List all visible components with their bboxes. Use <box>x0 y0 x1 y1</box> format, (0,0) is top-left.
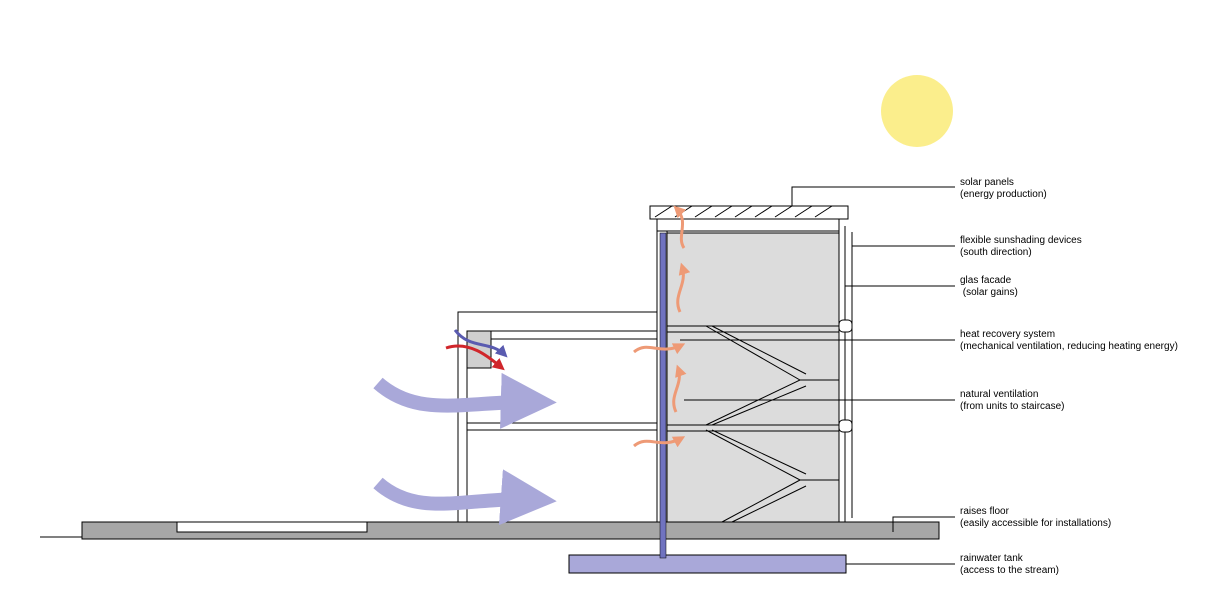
rainwater-tank <box>568 554 847 574</box>
label-sunshading: flexible sunshading devices (south direc… <box>960 235 1082 258</box>
heat-recovery-arrows <box>445 329 508 371</box>
svg-text:raises floor: raises floor <box>960 506 1010 517</box>
svg-text:solar panels: solar panels <box>960 177 1014 188</box>
rainwater-pipe <box>659 232 667 559</box>
ground-slab <box>40 521 940 540</box>
leader-lines <box>680 186 955 565</box>
warm-air-arrows <box>633 205 691 448</box>
label-natural-ventilation: natural ventilation (from units to stair… <box>960 389 1064 412</box>
cool-air-arrows <box>373 372 557 526</box>
label-glas-facade: glas facade (solar gains) <box>960 275 1018 298</box>
low-wing-structure <box>457 311 657 522</box>
staircase <box>667 325 839 523</box>
svg-text:(from units to staircase): (from units to staircase) <box>960 401 1064 412</box>
svg-text:glas facade: glas facade <box>960 275 1012 286</box>
svg-text:natural ventilation: natural ventilation <box>960 389 1038 400</box>
svg-text:heat recovery system: heat recovery system <box>960 329 1055 340</box>
svg-text:rainwater tank: rainwater tank <box>960 553 1024 564</box>
svg-text:(access to the stream): (access to the stream) <box>960 565 1059 576</box>
svg-text:(mechanical ventilation, reduc: (mechanical ventilation, reducing heatin… <box>960 341 1178 352</box>
svg-text:flexible sunshading devices: flexible sunshading devices <box>960 235 1082 246</box>
svg-text:(easily accessible for install: (easily accessible for installations) <box>960 518 1111 529</box>
label-solar-panels: solar panels (energy production) <box>960 177 1047 200</box>
sun-icon <box>881 75 953 147</box>
label-heat-recovery: heat recovery system (mechanical ventila… <box>960 329 1178 352</box>
label-raised-floor: raises floor (easily accessible for inst… <box>960 506 1111 529</box>
svg-text:(energy production): (energy production) <box>960 189 1047 200</box>
svg-text:(solar gains): (solar gains) <box>960 287 1018 298</box>
label-rainwater-tank: rainwater tank (access to the stream) <box>960 553 1059 576</box>
stair-core <box>666 232 840 523</box>
svg-text:(south direction): (south direction) <box>960 247 1032 258</box>
tower-structure <box>656 218 853 522</box>
solar-panels <box>649 205 849 220</box>
